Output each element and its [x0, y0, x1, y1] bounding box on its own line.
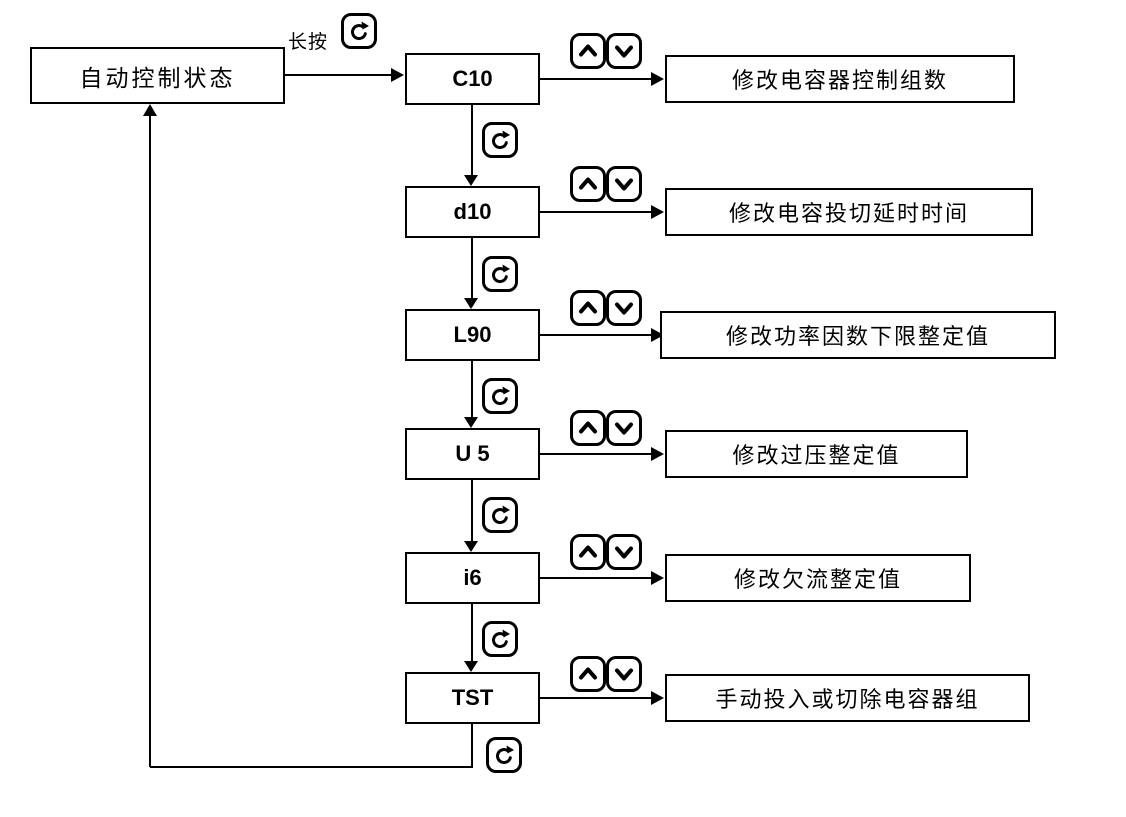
down-button-icon: [606, 290, 642, 326]
connector-line: [471, 604, 473, 662]
description-label: 修改电容投切延时时间: [728, 201, 969, 226]
cycle-glyph: [492, 130, 510, 150]
description-box: 修改欠流整定值: [665, 554, 971, 602]
cycle-button-icon: [482, 122, 518, 158]
menu-code-box: C10: [405, 53, 540, 105]
arrowhead-right: [391, 68, 404, 82]
up-button-icon: [570, 534, 606, 570]
up-glyph: [579, 545, 597, 558]
down-button-icon: [606, 166, 642, 202]
description-box: 修改电容投切延时时间: [665, 188, 1033, 236]
description-label: 手动投入或切除电容器组: [715, 687, 980, 712]
up-button-icon: [570, 166, 606, 202]
menu-code-label: U 5: [455, 441, 490, 466]
up-button-icon: [570, 33, 606, 69]
menu-code-label: TST: [451, 685, 494, 710]
down-glyph: [615, 45, 633, 58]
menu-code-box: TST: [405, 672, 540, 724]
connector-line: [149, 116, 151, 767]
connector-line: [471, 724, 473, 768]
menu-code-label: C10: [452, 66, 493, 91]
description-box: 修改过压整定值: [665, 430, 968, 478]
start-state-box: 自动控制状态: [30, 47, 285, 104]
down-glyph: [615, 178, 633, 191]
arrowhead-right: [651, 72, 664, 86]
up-button-icon: [570, 656, 606, 692]
description-label: 修改功率因数下限整定值: [725, 324, 990, 349]
cycle-button-icon: [341, 13, 377, 49]
arrowhead-down: [464, 541, 478, 552]
down-button-icon: [606, 410, 642, 446]
down-glyph: [615, 668, 633, 681]
up-button-icon: [570, 410, 606, 446]
up-glyph: [579, 177, 597, 190]
connector-line: [471, 480, 473, 542]
cycle-button-icon: [482, 621, 518, 657]
cycle-button-icon: [482, 256, 518, 292]
cycle-glyph: [492, 264, 510, 284]
up-button-icon: [570, 290, 606, 326]
connector-line: [285, 74, 393, 76]
cycle-button-icon: [486, 737, 522, 773]
up-glyph: [579, 667, 597, 680]
connector-line: [471, 238, 473, 299]
menu-code-box: i6: [405, 552, 540, 604]
arrowhead-right: [651, 205, 664, 219]
connector-line: [150, 766, 472, 768]
connector-line: [540, 453, 651, 455]
up-glyph: [579, 44, 597, 57]
cycle-glyph: [492, 505, 510, 525]
connector-line: [540, 334, 651, 336]
down-button-icon: [606, 33, 642, 69]
description-box: 修改电容器控制组数: [665, 55, 1015, 103]
up-glyph: [579, 301, 597, 314]
menu-code-label: d10: [453, 199, 492, 224]
description-label: 修改欠流整定值: [733, 567, 902, 592]
connector-line: [540, 211, 651, 213]
connector-line: [540, 577, 651, 579]
arrowhead-right: [651, 691, 664, 705]
menu-code-box: d10: [405, 186, 540, 238]
cycle-button-icon: [482, 378, 518, 414]
cycle-button-icon: [482, 497, 518, 533]
up-glyph: [579, 421, 597, 434]
cycle-glyph: [496, 745, 514, 765]
down-glyph: [615, 302, 633, 315]
cycle-glyph: [351, 21, 369, 41]
connector-line: [471, 361, 473, 418]
down-glyph: [615, 422, 633, 435]
arrowhead-down: [464, 175, 478, 186]
description-box: 修改功率因数下限整定值: [660, 311, 1056, 359]
arrowhead-right: [651, 571, 664, 585]
menu-code-label: L90: [453, 322, 492, 347]
start-state-label: 自动控制状态: [79, 64, 236, 91]
description-box: 手动投入或切除电容器组: [665, 674, 1030, 722]
description-label: 修改电容器控制组数: [731, 68, 948, 93]
menu-code-label: i6: [463, 565, 482, 590]
connector-line: [471, 105, 473, 176]
arrowhead-down: [464, 661, 478, 672]
description-label: 修改过压整定值: [732, 443, 901, 468]
arrowhead-down: [464, 298, 478, 309]
arrowhead-up: [143, 104, 157, 116]
down-button-icon: [606, 656, 642, 692]
down-glyph: [615, 546, 633, 559]
down-button-icon: [606, 534, 642, 570]
cycle-glyph: [492, 386, 510, 406]
connector-line: [540, 697, 651, 699]
cycle-glyph: [492, 629, 510, 649]
arrowhead-right: [651, 447, 664, 461]
connector-line: [540, 78, 651, 80]
arrowhead-down: [464, 417, 478, 428]
long-press-label: 长按: [288, 32, 329, 53]
menu-code-box: L90: [405, 309, 540, 361]
menu-code-box: U 5: [405, 428, 540, 480]
